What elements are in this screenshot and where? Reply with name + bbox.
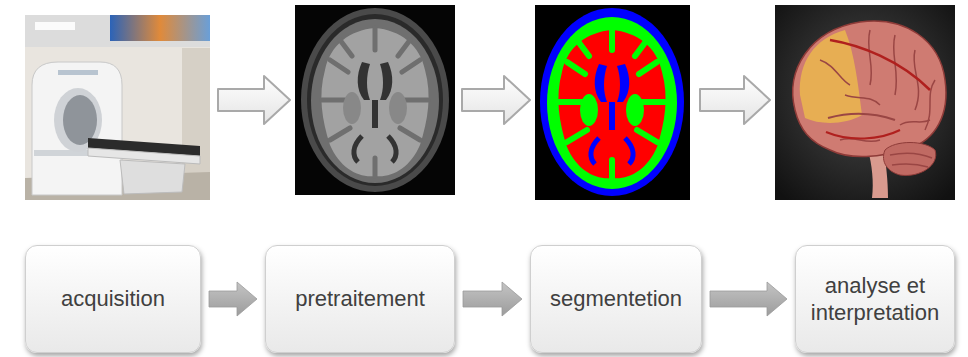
segmentation-image-part [540,8,684,196]
mri-slice-image-part [372,100,378,128]
mri-room-photo [25,15,210,200]
segmentation-image-part [558,30,665,178]
step-label: pretraitement [295,286,425,311]
mri-slice-image-part-part [322,98,345,103]
segmentation-image-part [535,5,690,200]
mri-slice-image-part [389,92,407,124]
process-box: acquisition [25,245,201,353]
segmentation-image-part [617,64,629,102]
brain-3d-image [775,5,955,200]
process-box: pretraitement [265,245,455,353]
text-line: segmentetion [541,285,691,313]
mri-slice-image-part [321,28,428,176]
segmentation-image-part [591,138,599,164]
text-line: pretraitement [276,285,444,313]
segmentation-image-part-part [567,130,587,142]
brain-3d-image-part-part [900,120,930,125]
mri-slice-image-part [343,92,361,124]
segmentation-image-part [609,102,615,130]
brain-3d-image-part [830,40,930,90]
brain-3d-image-part-part [845,95,880,105]
segmentation-image-part-part [577,40,589,56]
mri-slice-image-part [322,28,428,176]
brain-3d-image-part [775,5,955,200]
block-arrow [209,282,257,316]
segmentation-image-part [580,94,598,126]
text-line: analyse et interpretation [806,272,944,327]
mri-slice-image-part-part [400,128,420,140]
mri-slice-image-part [388,136,396,162]
mri-slice-image-part [354,136,362,162]
brain-3d-image-part-part [892,164,928,167]
segmentation-image-part-part [559,99,582,105]
mri-slice-image-part-part [402,60,420,72]
mri-room-photo-part [110,15,210,41]
process-box: segmentetion [530,245,702,353]
block-arrow [710,282,787,316]
mri-slice-image-part [307,14,443,186]
hollow-arrows-part [700,76,770,124]
step-label: segmentetion [550,286,682,311]
process-box: analyse et interpretation [795,245,955,353]
brain-3d-image-part-part [869,30,872,85]
mri-slice-image-part [380,62,392,100]
mri-room-photo-part [58,70,98,75]
segmentation-image-part [626,94,644,126]
mri-room-photo-part [25,15,210,47]
mri-slice-image-part-part [373,28,378,50]
mri-slice-image-part [301,8,449,192]
brain-3d-image-part [883,143,935,176]
segmentation-image [535,5,690,200]
mri-room-photo-part [32,62,122,195]
step-label: analyse et interpretation [811,273,939,326]
hollow-arrows [218,76,770,124]
block-arrow [463,282,522,316]
mri-slice-image-part [358,62,370,100]
segmentation-image-part-part [642,99,665,105]
segmentation-image-part [625,138,633,164]
hollow-arrows-part [462,76,530,124]
mri-slice-image-part-part [405,98,428,103]
mri-slice-image-part-part [330,60,348,72]
mri-room-photo-part [35,22,75,30]
mri-slice-image-part-part [398,40,410,56]
segmentation-image-part [547,17,677,189]
segmentation-image-part-part [609,30,615,50]
mri-slice-image-part [295,5,455,195]
brain-3d-image-part [800,30,862,123]
segmentation-image-part [559,30,665,178]
segmentation-image-part [595,64,607,102]
mri-slice-image-part-part [373,158,378,176]
mri-room-photo-part [63,95,97,145]
mri-slice-image [295,5,455,195]
brain-3d-image-part [820,30,935,167]
mri-slice-image-part-part [330,128,350,140]
mri-slice-image-part [311,19,439,183]
hollow-arrows-part [218,76,290,124]
segmentation-image-part-part [637,130,657,142]
segmentation-image-part-part [567,62,585,74]
segmentation-image-part-part [609,160,615,178]
mri-room-photo-part [25,15,210,200]
brain-3d-image-part-part [820,60,850,85]
mri-slice-image-part-part [340,40,352,56]
brain-3d-image-part [826,130,900,139]
text-line: acquisition [36,285,190,313]
step-label: acquisition [61,286,165,311]
segmentation-image-part-part [639,62,657,74]
brain-3d-image-part [793,21,946,156]
segmentation-image-part-part [635,40,647,56]
brain-3d-image-part-part [890,153,932,158]
brain-3d-image-part-part [828,114,895,120]
mri-room-photo-part [120,160,185,194]
